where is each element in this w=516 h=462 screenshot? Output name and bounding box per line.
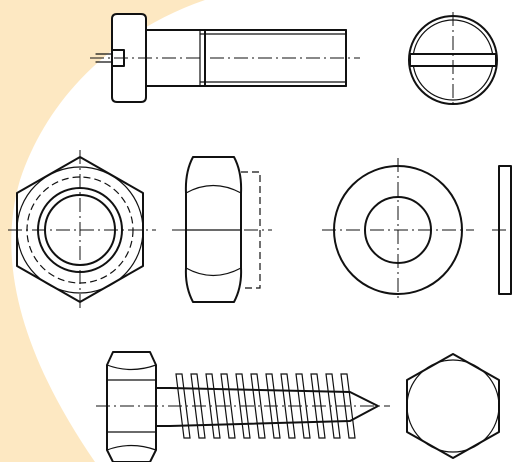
thread-crest <box>295 373 311 439</box>
thread-crest <box>205 373 221 439</box>
hex-nut-side-view <box>172 156 272 303</box>
thread-crest <box>220 373 236 439</box>
screw-end-view <box>408 12 498 108</box>
thread-crest <box>250 373 266 439</box>
tapping-screw-side-view <box>96 351 390 462</box>
hex-nut-top-view <box>8 150 156 310</box>
thread-crest <box>325 373 341 439</box>
washer-edge-view <box>492 165 516 295</box>
thread-crest <box>340 373 356 439</box>
thread-crests <box>175 373 356 439</box>
background-accent-arc <box>0 0 205 462</box>
screw-side-view <box>90 13 360 103</box>
washer-top-view <box>322 158 474 302</box>
thread-crest <box>235 373 251 439</box>
thread-crest <box>190 373 206 439</box>
thread-crest <box>310 373 326 439</box>
thread-crest <box>265 373 281 439</box>
thread-crest <box>175 373 191 439</box>
thread-crest <box>280 373 296 439</box>
tapping-screw-head-top-view <box>406 353 500 459</box>
